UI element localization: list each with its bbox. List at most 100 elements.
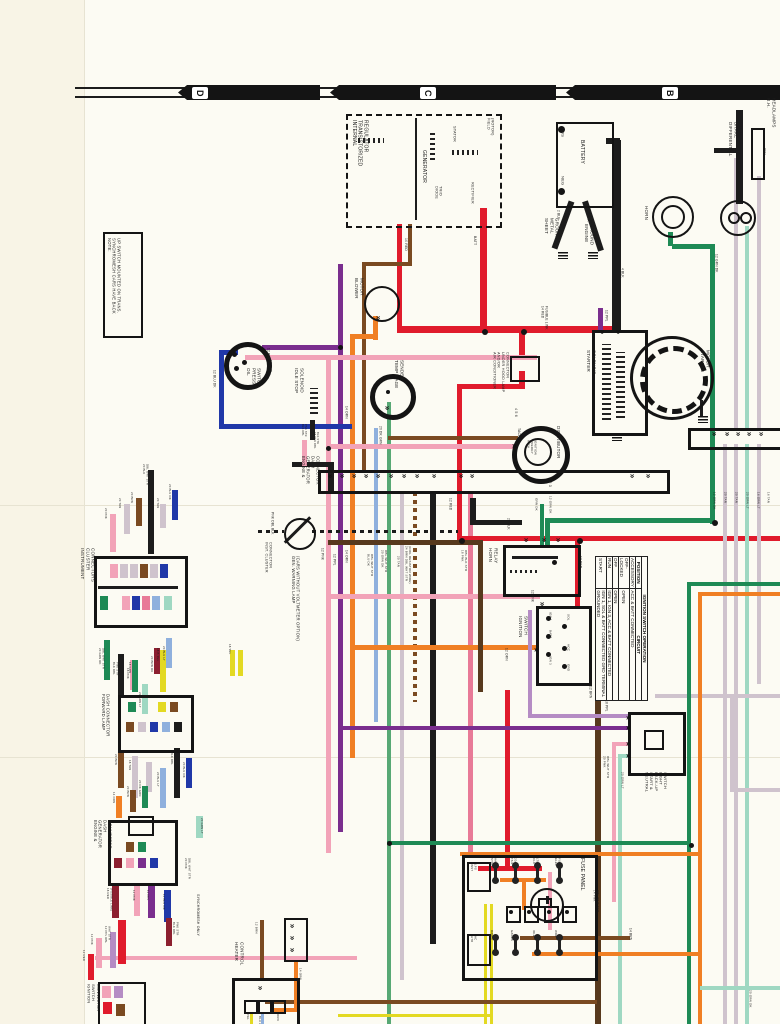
wire <box>618 754 630 758</box>
wire <box>326 594 540 599</box>
junction-dot <box>712 520 718 526</box>
diagram-label: 12 BLU DK <box>162 894 167 910</box>
diagram-label: 4 BLK <box>620 268 625 278</box>
wire <box>575 541 580 607</box>
junction-dot <box>234 366 239 371</box>
component-box <box>510 356 540 382</box>
diagram-label: TACH <box>516 428 521 438</box>
wire <box>457 536 780 541</box>
wire <box>118 750 124 788</box>
junction-dot <box>232 352 237 357</box>
wire <box>114 858 122 868</box>
wire <box>166 638 172 668</box>
diagram-label: ENGINE & GENERATOR DASH CONNECTOR <box>92 820 113 849</box>
junction-dot <box>689 843 694 848</box>
fuse-symbol <box>556 862 563 884</box>
diagram-label: 20 BLK DBL WHT STR <box>142 464 150 486</box>
wire <box>88 954 94 980</box>
component-box <box>562 906 577 923</box>
wire <box>362 262 412 266</box>
wire <box>616 352 625 418</box>
wire <box>387 841 689 845</box>
wire <box>326 444 516 449</box>
component-circle <box>630 336 714 420</box>
wire <box>745 226 749 430</box>
wire <box>460 852 700 856</box>
component-box <box>94 556 188 628</box>
wire <box>457 384 525 389</box>
wire <box>110 514 116 552</box>
wire <box>700 400 703 416</box>
diagram-label: 12 GRN DK <box>712 492 717 510</box>
fuse-symbol <box>512 934 519 956</box>
diagram-label: WDO <box>554 930 559 938</box>
wire <box>350 645 536 650</box>
wire <box>328 462 334 492</box>
connector-arrow: » <box>723 431 733 437</box>
wire <box>532 952 700 956</box>
band-plate <box>178 85 320 100</box>
component-circle <box>640 346 708 414</box>
wire <box>374 428 378 722</box>
wire <box>388 436 518 440</box>
diagram-label: NEUTRAL START & BACK-UP LIGHT SWITCH <box>644 772 668 793</box>
wire <box>96 938 102 968</box>
diagram-label: 20 DK GRN <box>138 780 143 797</box>
wire <box>397 326 615 333</box>
band-letter: D <box>195 89 205 97</box>
wire <box>132 660 138 692</box>
wire <box>310 420 315 440</box>
diagram-label: NEG <box>560 176 566 186</box>
band-letter-chip: C <box>420 87 436 99</box>
diagram-label: STATOR <box>452 126 457 142</box>
wire <box>261 1014 264 1024</box>
diagram-label: GENERATOR <box>420 150 427 184</box>
junction-dot <box>562 646 567 651</box>
diagram-label: 12 GRN DK <box>548 496 553 514</box>
wire <box>128 702 136 712</box>
diagram-label: 20 PNK <box>104 508 109 519</box>
wire <box>170 702 178 712</box>
wire <box>470 498 476 524</box>
connector-arrow: » <box>540 537 550 543</box>
band-letter-chip: B <box>662 87 678 99</box>
diagram-label: BLU LT <box>258 1016 263 1024</box>
wire <box>505 690 510 868</box>
diagram-label: FIELD (ROTOR) <box>486 118 495 136</box>
wire <box>522 882 526 910</box>
diagram-label: DIODE TRIO <box>434 186 443 200</box>
diagram-label: BATTERY <box>578 140 585 164</box>
wire <box>219 350 224 428</box>
junction-dot <box>482 329 488 335</box>
wire <box>672 244 714 249</box>
component-circle <box>224 342 272 390</box>
page-edge-strip <box>0 0 84 1024</box>
diagram-label: 18 YEL <box>228 644 233 655</box>
component-box <box>318 470 670 494</box>
junction-dot <box>546 616 551 621</box>
wire <box>698 592 780 596</box>
wire <box>142 786 148 808</box>
diagram-label: R.H. HEADLAMPS <box>766 98 777 128</box>
diagram-label: 14 BRN <box>628 928 633 941</box>
diagram-label: 14 ORN <box>344 550 349 563</box>
diagram-label: 12 PPL DBL WHT STR <box>104 926 112 944</box>
diagram-label: POS <box>560 128 566 138</box>
component-circle <box>661 205 685 229</box>
band-plate <box>330 85 556 100</box>
diagram-label: 20 BLU DK <box>168 484 173 500</box>
diagram-label: 20 BRN <box>126 786 131 797</box>
component-box <box>467 934 491 966</box>
diagram-label: 20 PNK DBL WHT STR <box>184 858 192 880</box>
component-circle <box>740 212 752 224</box>
wire <box>258 530 284 533</box>
wire <box>655 694 780 698</box>
diagram-label: 14 ORN <box>298 968 303 981</box>
wire <box>730 788 780 792</box>
connector-arrow: » <box>457 473 467 479</box>
junction-dot <box>459 538 465 544</box>
wire <box>500 878 546 882</box>
diagram-label: 20 TAN <box>734 492 739 504</box>
wire <box>112 884 119 918</box>
